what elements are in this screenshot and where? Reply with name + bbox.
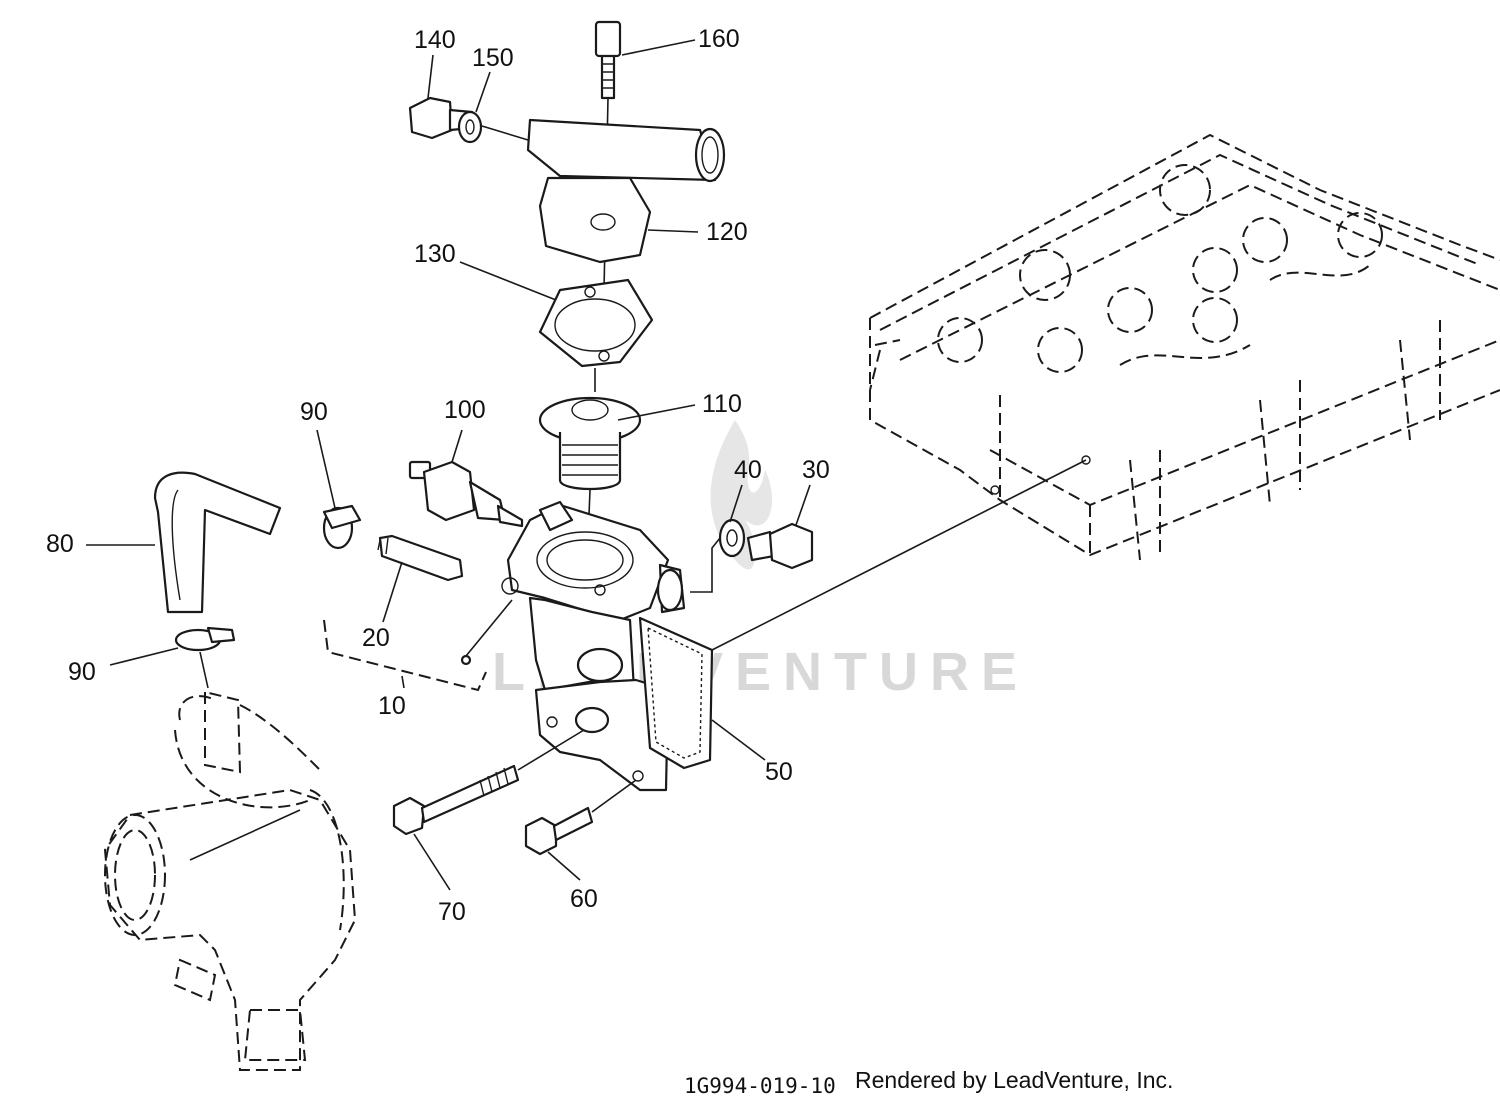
- callout-110: 110: [702, 390, 742, 418]
- part-60-short-bolt: [524, 779, 637, 856]
- part-50-housing-gasket: [638, 616, 714, 770]
- callout-160: 160: [698, 25, 740, 53]
- callout-140: 140: [414, 26, 456, 54]
- callout-20: 20: [362, 624, 390, 652]
- leader-lines: [86, 39, 811, 891]
- callout-labels: 140 150 160 120 130 110 100 90 40 30 80 …: [46, 25, 830, 926]
- callout-60: 60: [570, 885, 598, 913]
- callout-130: 130: [414, 240, 456, 268]
- part-70-long-bolt: [392, 729, 585, 836]
- callout-90-lower: 90: [68, 658, 96, 686]
- callout-30: 30: [802, 456, 830, 484]
- callout-80: 80: [46, 530, 74, 558]
- cylinder-head: [869, 133, 1500, 561]
- part-20-bypass-pipe: [377, 534, 464, 582]
- water-pump: [103, 651, 357, 1071]
- part-130-gasket: [538, 278, 654, 392]
- callout-40: 40: [734, 456, 762, 484]
- part-110-thermostat: [538, 396, 642, 541]
- callout-90-upper: 90: [300, 398, 328, 426]
- small-ball: [460, 654, 472, 666]
- part-30-drain-plug: [746, 522, 814, 570]
- part-80-bypass-hose: [153, 471, 282, 614]
- block-alignment-line: [711, 459, 1087, 651]
- assembly-bracket-10: [323, 619, 487, 692]
- callout-100: 100: [444, 396, 486, 424]
- part-120-thermostat-cover: [526, 118, 726, 264]
- callout-150: 150: [472, 44, 514, 72]
- part-140-plug: [408, 96, 474, 140]
- part-90-hose-clamp-lower: [174, 626, 236, 652]
- part-100-temp-sensor: [408, 460, 524, 528]
- rendered-by-credit: Rendered by LeadVenture, Inc.: [855, 1067, 1173, 1093]
- callout-70: 70: [438, 898, 466, 926]
- callout-120: 120: [706, 218, 748, 246]
- part-150-washer: [457, 110, 529, 144]
- thermostat-housing: [501, 500, 686, 792]
- drawing-number: 1G994-019-10: [684, 1074, 836, 1098]
- callout-10: 10: [378, 692, 406, 720]
- callout-50: 50: [765, 758, 793, 786]
- part-90-hose-clamp-upper: [322, 504, 362, 550]
- part-40-washer: [690, 518, 746, 593]
